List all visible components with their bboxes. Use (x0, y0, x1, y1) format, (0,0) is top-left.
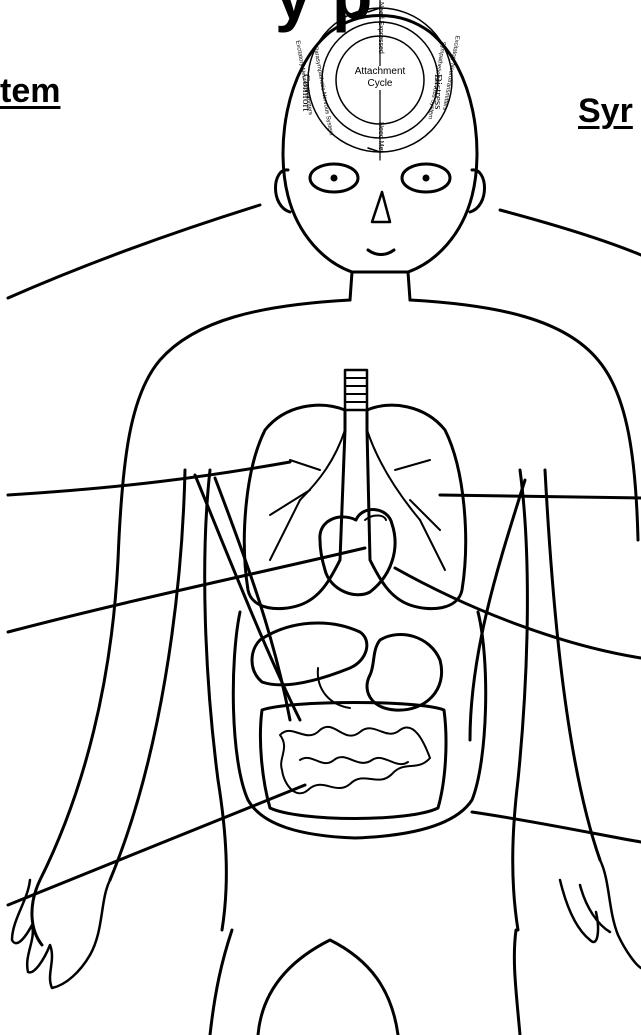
right-hand (600, 860, 641, 968)
legs-outline (258, 940, 398, 1035)
left-arm-inner (110, 470, 185, 880)
cycle-bottom-label: Need Met (377, 122, 384, 152)
cycle-top-label: Need Expressed (377, 2, 384, 54)
pointer-lung-right (440, 495, 641, 498)
pointer-heart-left (8, 548, 365, 632)
nose (372, 192, 390, 222)
pointer-intestine-right (472, 812, 641, 842)
pointer-heart-right (395, 568, 641, 658)
trachea (345, 370, 367, 410)
cycle-center-line2: Cycle (340, 78, 420, 90)
torso-right-side (513, 470, 528, 930)
body-outline-left (32, 300, 350, 945)
stomach (367, 634, 442, 710)
neck-right (408, 272, 410, 300)
neck-left (350, 272, 352, 300)
pointer-intestine-left (8, 785, 305, 905)
pointer-head-right (500, 210, 641, 255)
crossing-line-a (195, 475, 300, 720)
cycle-center-line1: Attachment (340, 66, 420, 78)
mouth (368, 250, 394, 255)
cycle-center-label: Attachment Cycle (340, 66, 420, 90)
torso-left-side (205, 470, 227, 930)
pointer-head-left (8, 205, 260, 298)
right-arm-inner (545, 470, 600, 860)
